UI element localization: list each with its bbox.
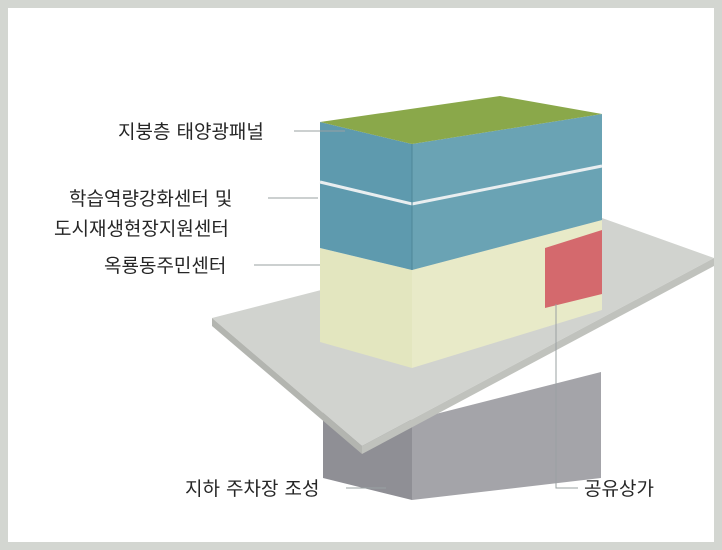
upper-floors-front <box>320 122 412 270</box>
label-solar-panel: 지붕층 태양광패널 <box>118 121 264 143</box>
leader-lines <box>254 130 578 489</box>
roof-solar-panel <box>320 96 602 144</box>
label-learning-center-line1: 학습역량강화센터 및 <box>69 188 232 210</box>
label-shared-shops: 공유상가 <box>584 478 654 500</box>
shared-shops-block <box>545 230 602 308</box>
label-underground-parking: 지하 주차장 조성 <box>185 478 319 500</box>
upper-floors-side <box>412 114 602 270</box>
community-floor-front <box>320 248 412 368</box>
building <box>319 96 603 368</box>
label-learning-center-line2: 도시재생현장지원센터 <box>54 218 229 240</box>
label-community-center: 옥룡동주민센터 <box>104 255 226 277</box>
